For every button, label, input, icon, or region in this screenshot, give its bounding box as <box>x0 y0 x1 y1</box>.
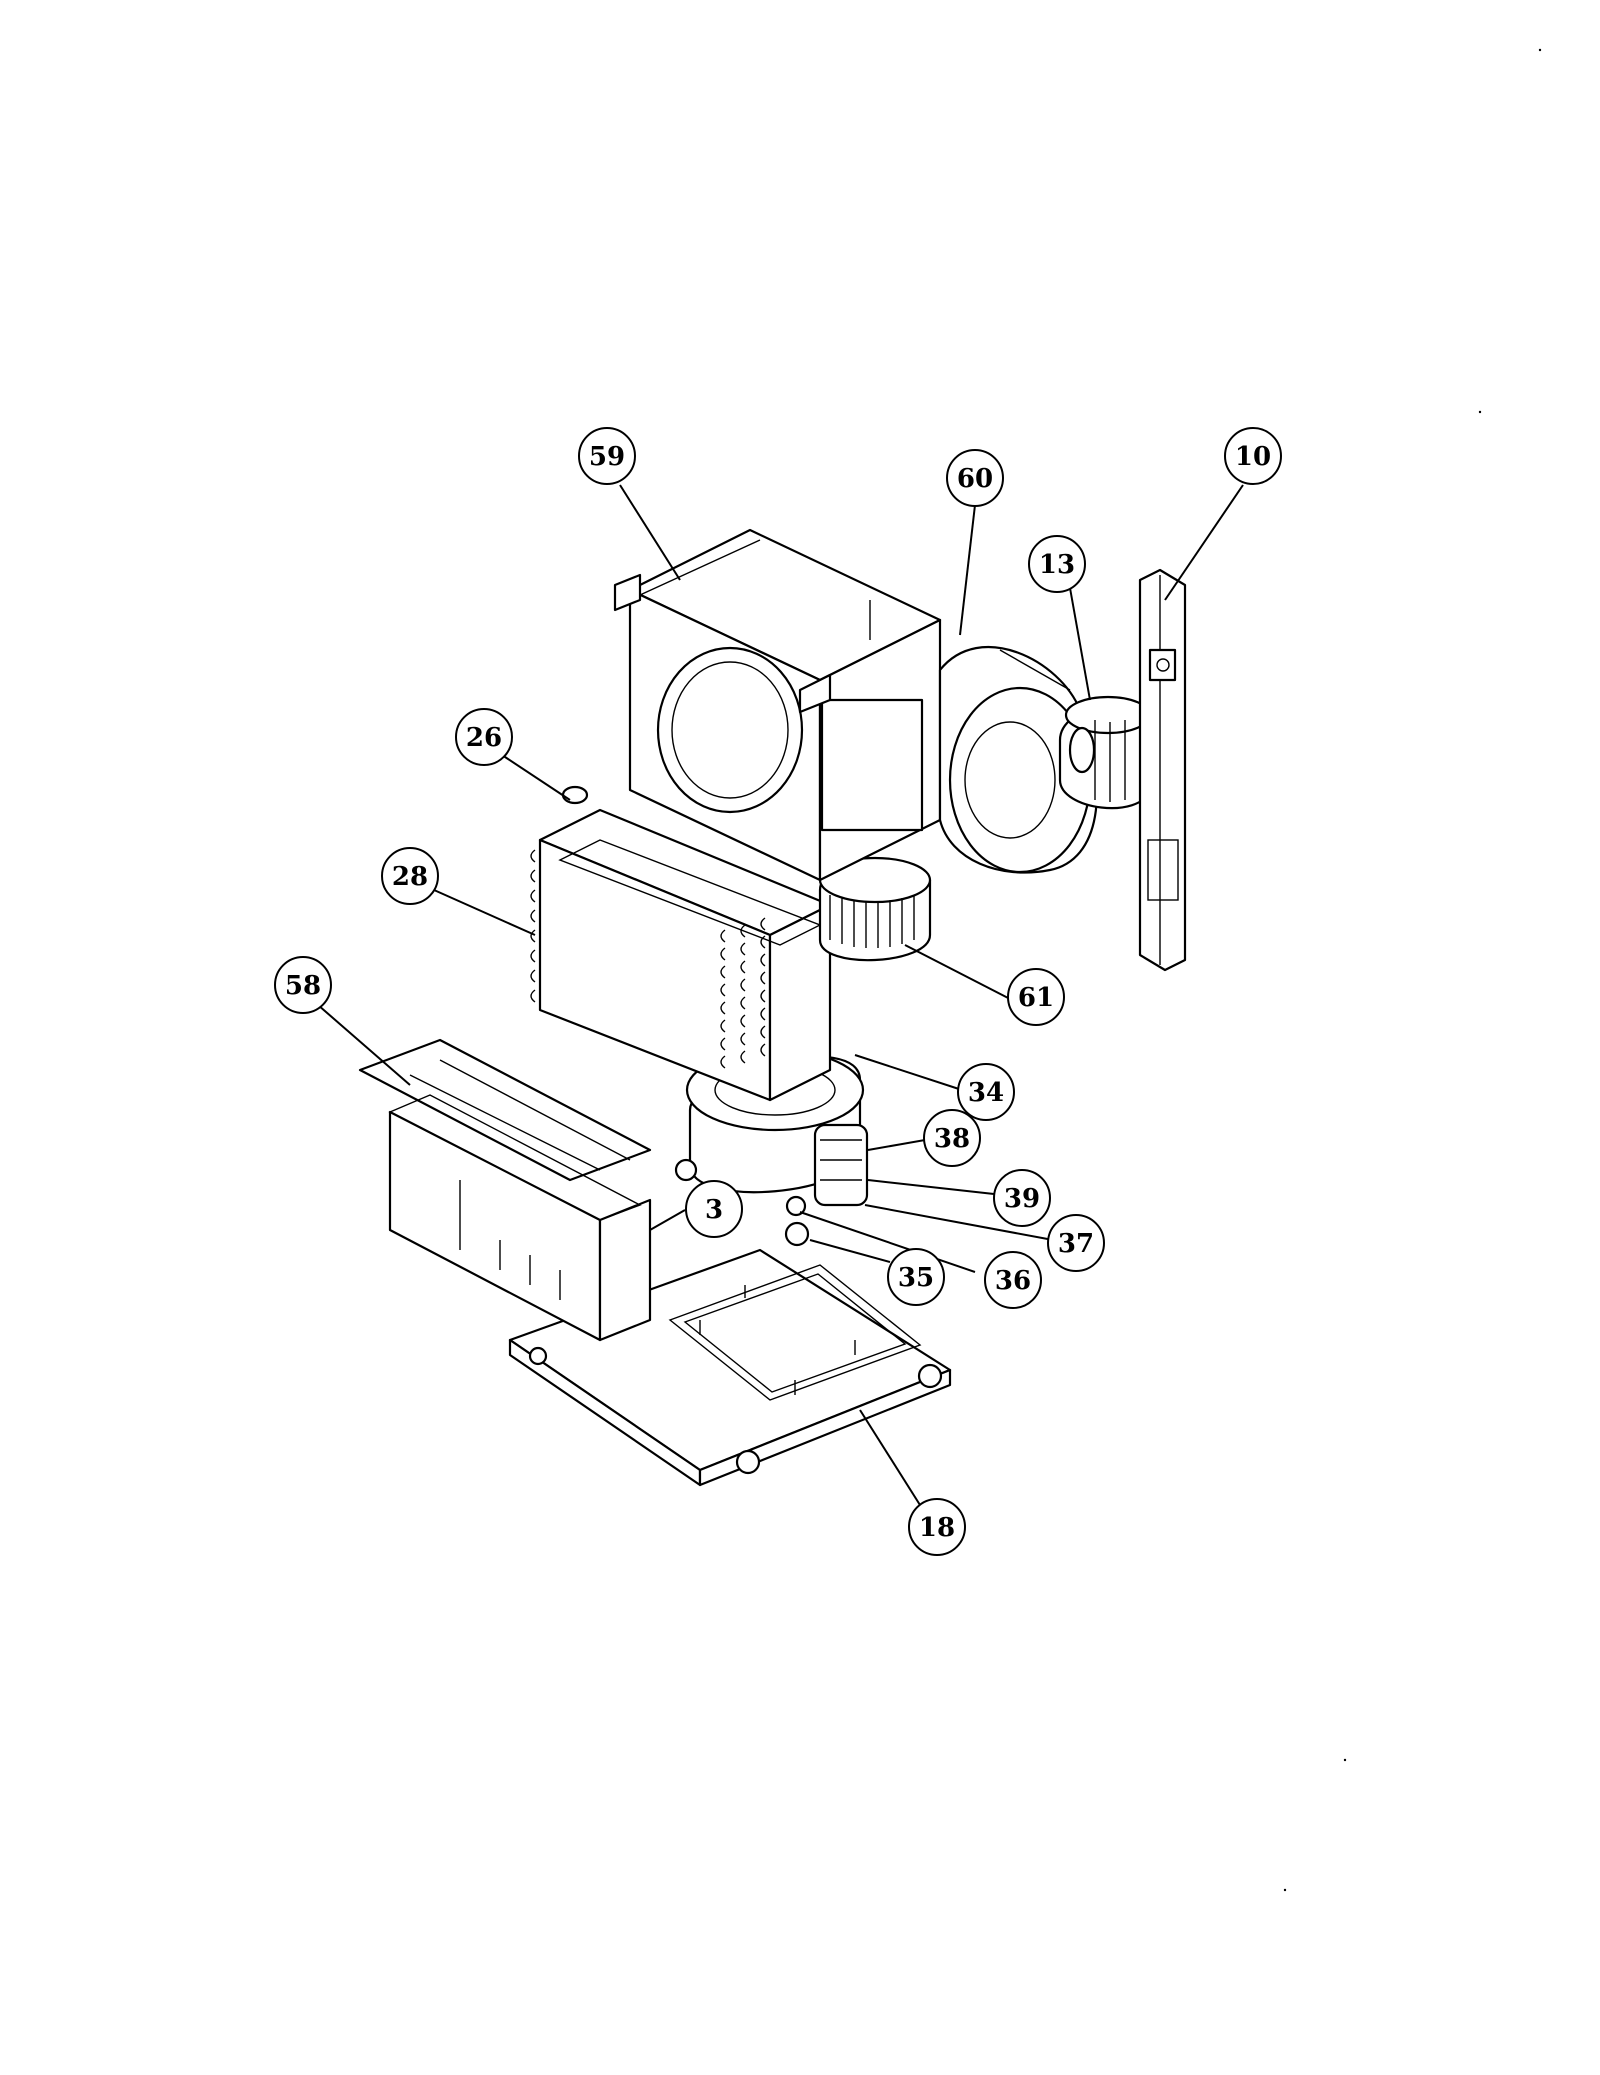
upper-scroll-housing-part <box>613 528 942 882</box>
callout-59: 59 <box>578 427 636 485</box>
svg-text:35: 35 <box>898 1263 934 1293</box>
fan-motor-part <box>1058 695 1152 810</box>
callout-60: 60 <box>946 449 1004 507</box>
leader-lines <box>317 484 1244 1506</box>
rear-scroll-housing-part <box>938 645 1098 874</box>
callout-26: 26 <box>455 708 513 766</box>
callout-3: 3 <box>685 1180 743 1238</box>
svg-text:34: 34 <box>968 1078 1004 1108</box>
callout-58: 58 <box>274 956 332 1014</box>
callout-13: 13 <box>1028 535 1086 593</box>
svg-text:28: 28 <box>392 862 428 892</box>
svg-text:36: 36 <box>995 1266 1031 1296</box>
coil-assembly-part <box>530 785 832 1102</box>
svg-text:10: 10 <box>1235 442 1271 472</box>
callout-38: 38 <box>923 1109 981 1167</box>
callout-10: 10 <box>1224 427 1282 485</box>
motor-bracket-part <box>1138 568 1187 972</box>
svg-text:59: 59 <box>589 442 625 472</box>
svg-text:38: 38 <box>934 1124 970 1154</box>
svg-text:13: 13 <box>1039 550 1075 580</box>
svg-text:26: 26 <box>466 723 502 753</box>
callout-37: 37 <box>1047 1214 1105 1272</box>
callout-18: 18 <box>908 1498 966 1556</box>
svg-text:39: 39 <box>1004 1184 1040 1214</box>
callout-39: 39 <box>993 1169 1051 1227</box>
svg-text:37: 37 <box>1058 1229 1094 1259</box>
svg-text:3: 3 <box>705 1195 723 1225</box>
svg-text:61: 61 <box>1018 983 1054 1013</box>
scan-specks <box>1283 48 1542 1892</box>
lower-frame-part <box>358 1038 652 1342</box>
callout-61: 61 <box>1007 968 1065 1026</box>
callout-36: 36 <box>984 1251 1042 1309</box>
callout-28: 28 <box>381 847 439 905</box>
blower-wheel-part <box>818 856 932 962</box>
svg-text:58: 58 <box>285 971 321 1001</box>
svg-text:60: 60 <box>957 464 993 494</box>
callout-34: 34 <box>957 1063 1015 1121</box>
callout-35: 35 <box>887 1248 945 1306</box>
svg-text:18: 18 <box>919 1513 955 1543</box>
